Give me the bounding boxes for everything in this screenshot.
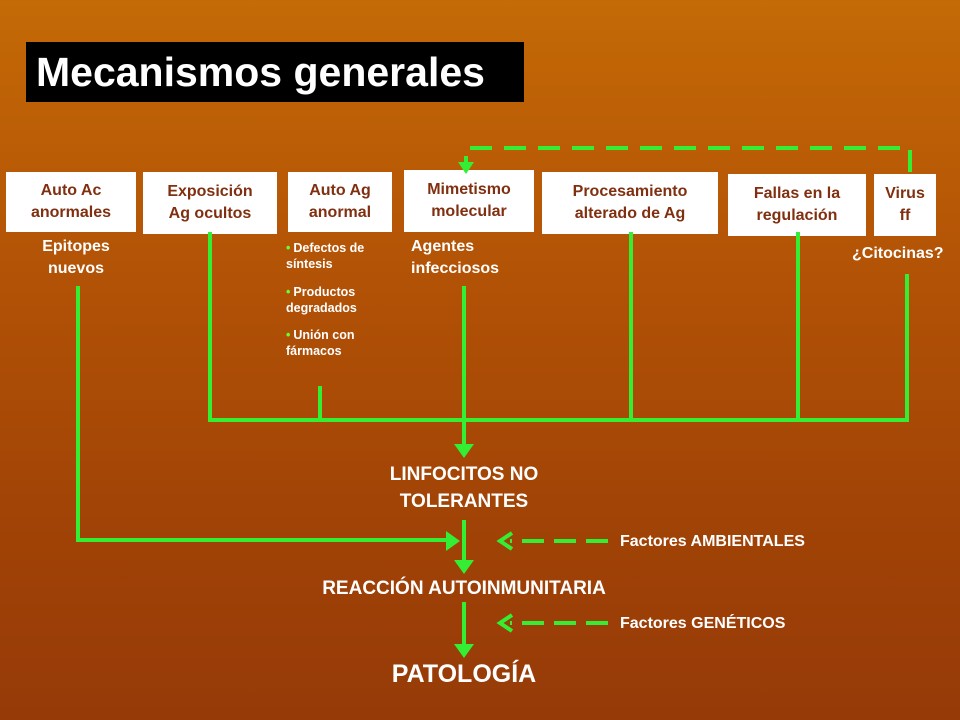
- arrowhead-icon: [454, 560, 474, 574]
- box-fallas-line1: Fallas en la: [753, 185, 841, 203]
- box-virus: Virus ff: [874, 174, 936, 236]
- box-exposicion: Exposición Ag ocultos: [143, 172, 277, 234]
- bullet-text: Unión con fármacos: [286, 328, 355, 359]
- bullet-text: Defectos de síntesis: [286, 241, 365, 272]
- open-arrowhead-icon: [496, 531, 514, 551]
- arrowhead-icon: [458, 162, 474, 174]
- bullet-dot-icon: •: [286, 328, 291, 342]
- bullet-item: •Productos degradados: [286, 284, 396, 317]
- reaccion-label: REACCIÓN AUTOINMUNITARIA: [322, 578, 606, 599]
- box-mimetismo-line1: Mimetismo: [427, 181, 511, 199]
- bullet-dot-icon: •: [286, 284, 291, 299]
- linfocitos-line2: TOLERANTES: [399, 490, 529, 512]
- note-agentes-line2: infecciosos: [411, 259, 500, 277]
- bullet-item: •Defectos de síntesis: [286, 240, 396, 273]
- note-epitopes-line1: Epitopes: [42, 238, 110, 255]
- box-auto-ac-line1: Auto Ac: [40, 182, 102, 200]
- note-agentes-line1: Agentes: [411, 238, 475, 255]
- box-virus-line2: ff: [899, 207, 911, 224]
- note-agentes: Agentes infecciosos: [411, 236, 531, 279]
- box-auto-ag-line2: anormal: [308, 204, 372, 221]
- note-epitopes-line2: nuevos: [47, 259, 104, 277]
- box-exposicion-line2: Ag ocultos: [168, 205, 252, 222]
- linfocitos-line1: LINFOCITOS NO: [389, 464, 539, 485]
- arrowhead-icon: [454, 444, 474, 458]
- box-auto-ac: Auto Ac anormales: [6, 172, 136, 232]
- box-procesamiento: Procesamiento alterado de Ag: [542, 172, 718, 234]
- box-procesamiento-line2: alterado de Ag: [574, 205, 686, 222]
- box-mimetismo-line2: molecular: [431, 203, 507, 220]
- box-auto-ag-line1: Auto Ag: [309, 182, 371, 200]
- arrowhead-icon: [454, 644, 474, 658]
- box-fallas-line2: regulación: [756, 207, 838, 224]
- arrowhead-icon: [446, 531, 460, 551]
- dashed-feedback-line: [464, 146, 912, 172]
- bullet-text: Productos degradados: [286, 284, 357, 315]
- note-epitopes: Epitopes nuevos: [26, 236, 126, 279]
- box-procesamiento-line1: Procesamiento: [572, 183, 688, 201]
- box-virus-line1: Virus: [885, 185, 925, 203]
- factores-geneticos: Factores GENÉTICOS: [620, 615, 786, 632]
- bullet-item: •Unión con fármacos: [286, 327, 396, 360]
- bullet-dot-icon: •: [286, 241, 291, 255]
- open-arrowhead-icon: [496, 613, 514, 633]
- line-epitopes: [76, 286, 450, 542]
- auto-ag-bullet-list: •Defectos de síntesis •Productos degrada…: [286, 240, 396, 371]
- box-mimetismo: Mimetismo molecular: [404, 170, 534, 232]
- box-auto-ag: Auto Ag anormal: [288, 172, 392, 232]
- note-citocinas: ¿Citocinas?: [852, 245, 944, 262]
- box-fallas: Fallas en la regulación: [728, 174, 866, 236]
- box-auto-ac-line2: anormales: [30, 204, 112, 221]
- slide-title: Mecanismos generales: [26, 42, 524, 102]
- patologia-label: PATOLOGÍA: [391, 660, 537, 688]
- factores-ambientales: Factores AMBIENTALES: [620, 533, 805, 550]
- box-exposicion-line1: Exposición: [167, 183, 253, 201]
- linfocitos-label: LINFOCITOS NO TOLERANTES: [344, 462, 584, 515]
